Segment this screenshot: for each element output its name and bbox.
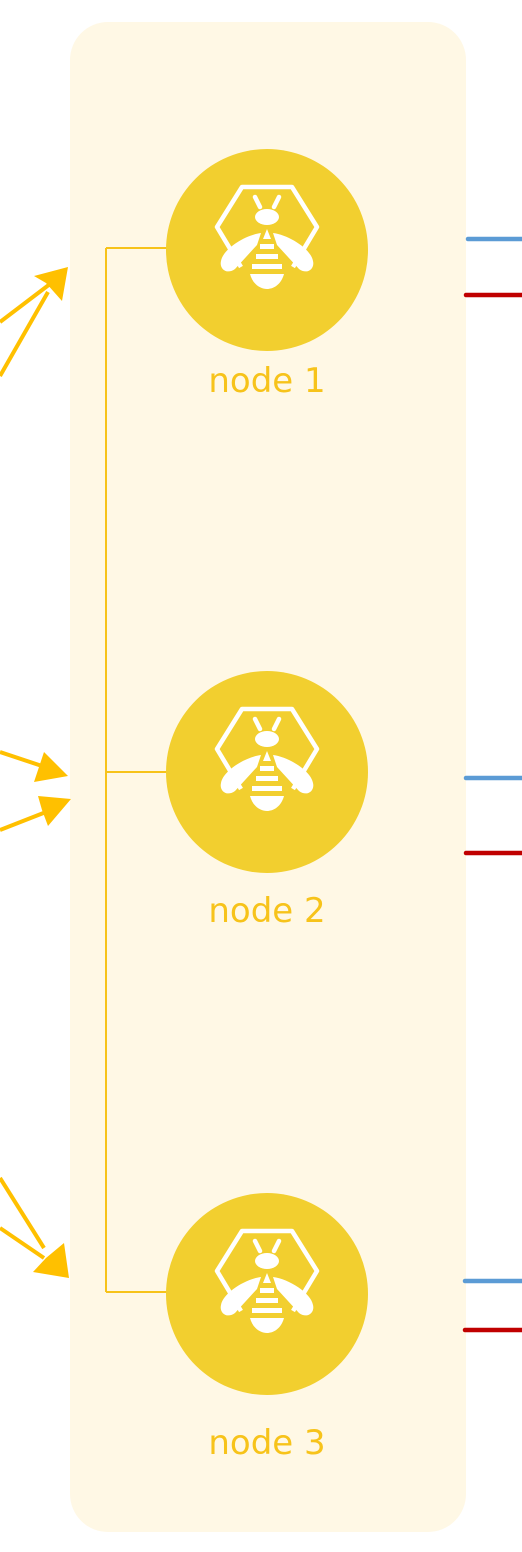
outgoing-lines — [462, 236, 522, 1333]
node-connector — [105, 247, 168, 1293]
incoming-arrow — [0, 291, 50, 377]
node-label: node 2 — [208, 891, 325, 931]
incoming-arrow — [0, 1176, 46, 1250]
incoming-arrow — [0, 1226, 46, 1260]
arrowhead — [34, 752, 68, 782]
node-circle — [166, 1193, 368, 1395]
node-circle — [166, 149, 368, 351]
incoming-arrow — [0, 810, 47, 832]
arrowhead — [33, 1243, 69, 1278]
node-label: node 1 — [208, 361, 325, 401]
node-circle — [166, 671, 368, 873]
incoming-arrow — [0, 282, 52, 324]
node-2[interactable]: node 2 — [166, 671, 368, 931]
node-label: node 3 — [208, 1423, 325, 1463]
arrowhead — [38, 796, 71, 826]
node-3[interactable]: node 3 — [166, 1193, 368, 1463]
arrowhead — [34, 267, 68, 301]
incoming-arrows — [0, 267, 71, 1278]
node-1[interactable]: node 1 — [166, 149, 368, 401]
